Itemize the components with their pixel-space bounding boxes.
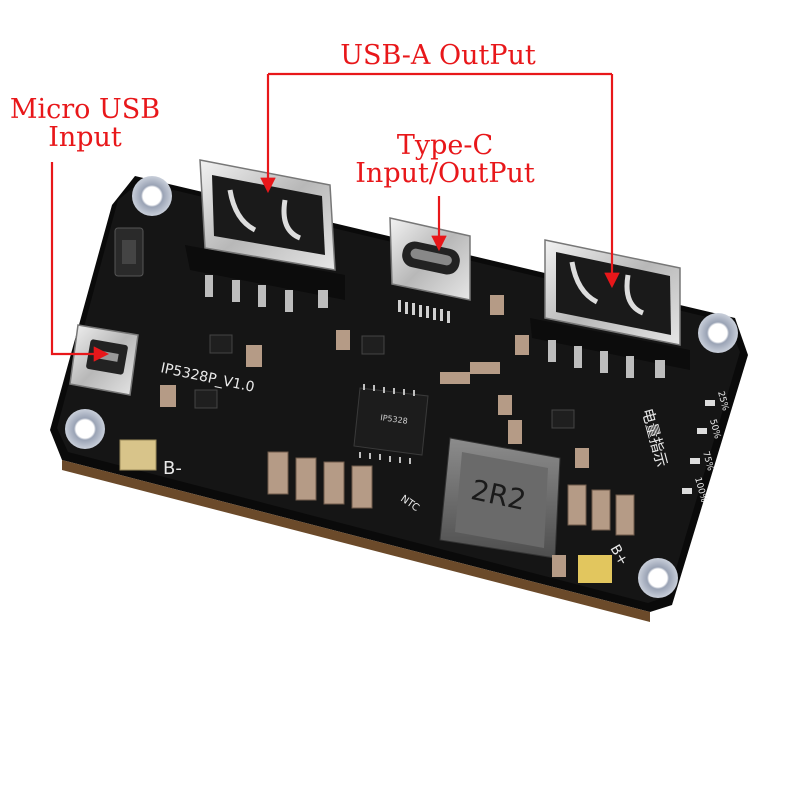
micro-usb-input-label: Micro USB Input: [0, 96, 170, 152]
usb-a-port-right: [530, 239, 690, 378]
usb-a-port-left: [185, 159, 345, 312]
ip5328-chip: IP5328: [353, 384, 429, 464]
passive-components: [119, 295, 635, 577]
micro-usb-arrow: [50, 162, 110, 362]
chip-marking: IP5328: [380, 413, 409, 426]
inductor-2r2: 2R2: [439, 437, 561, 559]
type-c-label: Type-C Input/OutPut: [330, 132, 560, 188]
battery-level-leds: [682, 400, 715, 494]
transistor: [209, 334, 233, 354]
thermistor-pad: [578, 555, 612, 583]
micro-usb-port: [69, 324, 139, 396]
micro-usb-label-line1: Micro USB: [9, 94, 161, 125]
type-c-label-line1: Type-C: [396, 130, 494, 161]
mounting-holes: [65, 176, 738, 598]
callout-arrows: [50, 72, 620, 362]
usb-a-output-text: USB-A OutPut: [340, 40, 536, 71]
battery-negative-marking: B-: [163, 458, 182, 479]
usb-a-output-label: USB-A OutPut: [318, 42, 558, 70]
type-c-label-line2: Input/OutPut: [355, 158, 535, 189]
micro-usb-label-line2: Input: [48, 122, 122, 153]
